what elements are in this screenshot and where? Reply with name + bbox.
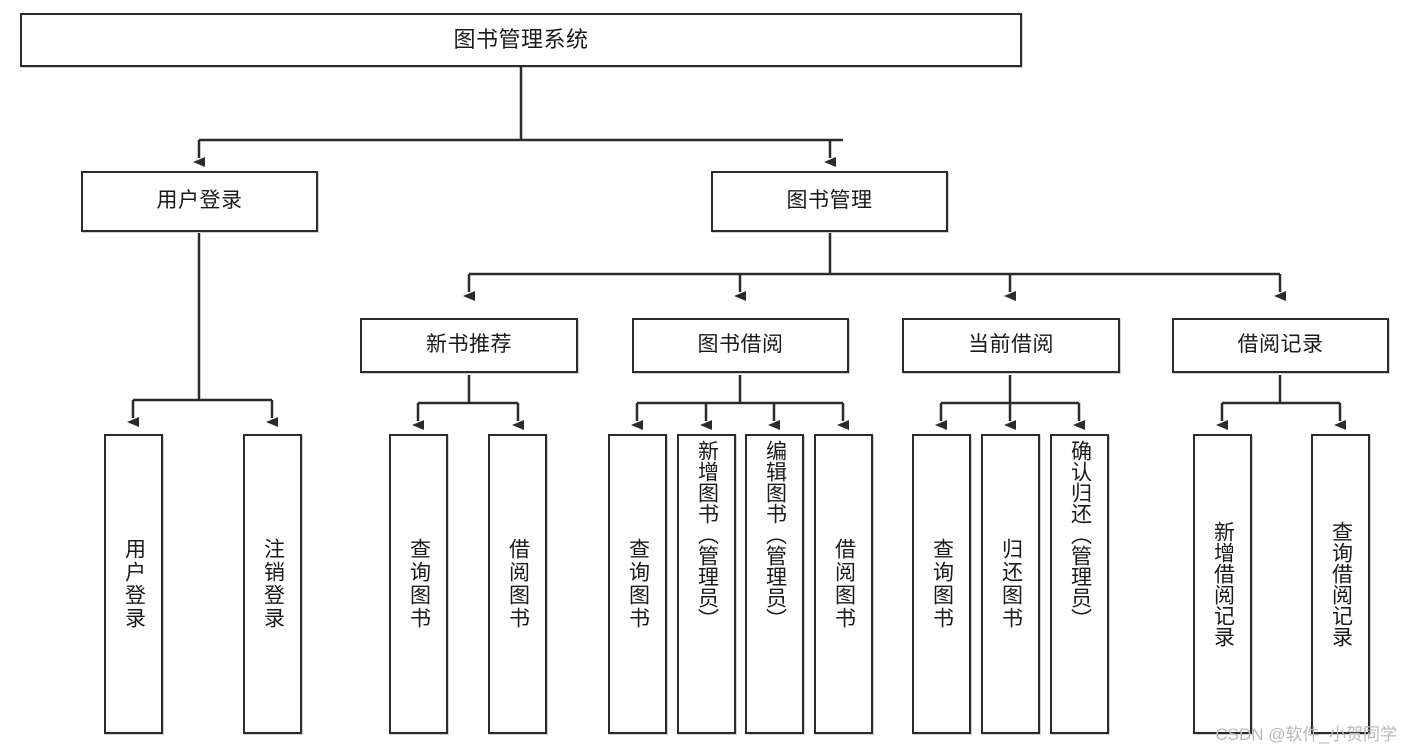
- node-label: 新增借阅记录: [1211, 521, 1235, 647]
- node-label: 图书管理系统: [453, 27, 589, 53]
- node-label: 图书借阅: [697, 333, 784, 357]
- node-label: 用户登录: [156, 189, 243, 213]
- leaf-edit-book-admin[interactable]: 编辑图书（管理员）: [745, 434, 804, 734]
- leaf-add-book-admin[interactable]: 新增图书（管理员）: [677, 434, 736, 734]
- node-label: 用户登录: [122, 538, 146, 630]
- node-label: 当前借阅: [968, 333, 1054, 357]
- node-borrow-record[interactable]: 借阅记录: [1172, 318, 1389, 373]
- node-label: 新增图书（管理员）: [695, 440, 719, 629]
- node-label: 归还图书: [999, 538, 1023, 630]
- node-label: 新书推荐: [426, 333, 512, 357]
- leaf-query-book-borrow[interactable]: 查询图书: [608, 434, 667, 734]
- node-user-login[interactable]: 用户登录: [81, 171, 318, 232]
- leaf-borrow-book[interactable]: 借阅图书: [814, 434, 873, 734]
- leaf-return-book[interactable]: 归还图书: [981, 434, 1040, 734]
- node-label: 查询图书: [626, 538, 650, 630]
- leaf-query-book-current[interactable]: 查询图书: [912, 434, 971, 734]
- leaf-add-borrow-record[interactable]: 新增借阅记录: [1193, 434, 1252, 734]
- leaf-user-login[interactable]: 用户登录: [104, 434, 163, 734]
- node-current-borrow[interactable]: 当前借阅: [902, 318, 1120, 373]
- node-label: 编辑图书（管理员）: [763, 440, 787, 629]
- leaf-borrow-book-recommend[interactable]: 借阅图书: [488, 434, 547, 734]
- leaf-logout[interactable]: 注销登录: [243, 434, 302, 734]
- node-label: 借阅图书: [506, 538, 530, 630]
- node-book-management[interactable]: 图书管理: [711, 171, 948, 232]
- node-label: 查询图书: [407, 538, 431, 630]
- node-new-book-recommend[interactable]: 新书推荐: [360, 318, 578, 373]
- node-root-book-management-system[interactable]: 图书管理系统: [20, 13, 1022, 67]
- leaf-query-borrow-record[interactable]: 查询借阅记录: [1311, 434, 1370, 734]
- leaf-confirm-return-admin[interactable]: 确认归还（管理员）: [1050, 434, 1109, 734]
- node-label: 借阅图书: [832, 538, 856, 630]
- node-label: 查询借阅记录: [1329, 521, 1353, 647]
- node-label: 确认归还（管理员）: [1068, 440, 1092, 629]
- node-label: 图书管理: [786, 189, 873, 213]
- node-label: 借阅记录: [1237, 333, 1324, 357]
- leaf-query-book-recommend[interactable]: 查询图书: [389, 434, 448, 734]
- node-book-borrow[interactable]: 图书借阅: [632, 318, 849, 373]
- watermark-text: CSDN @软件_小贺同学: [1215, 725, 1397, 744]
- node-label: 注销登录: [261, 538, 285, 630]
- node-label: 查询图书: [930, 538, 954, 630]
